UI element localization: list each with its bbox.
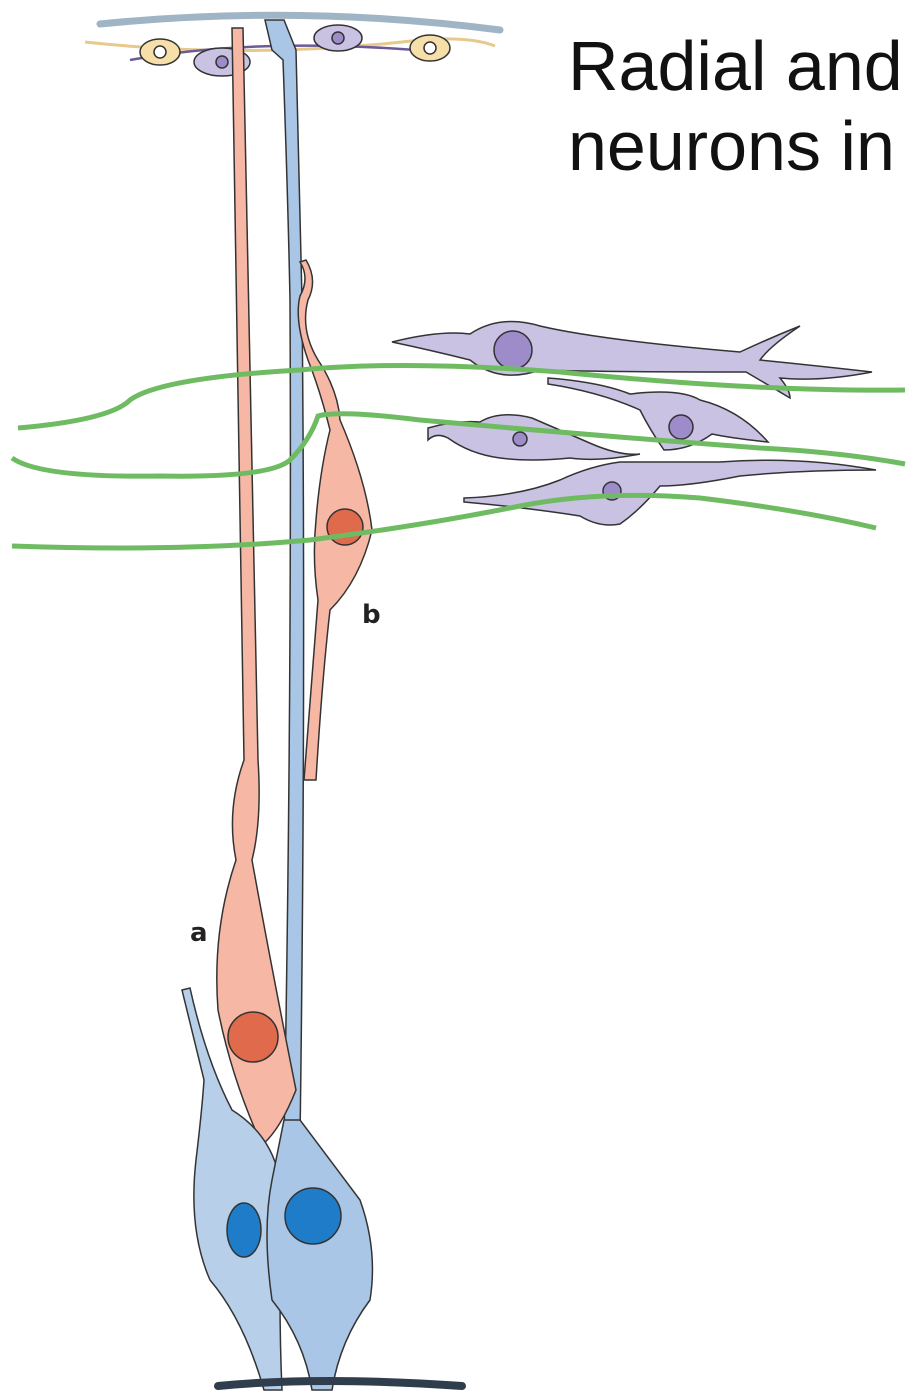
tangential-neuron-nucleus — [513, 432, 527, 446]
tangential-neuron-nucleus — [669, 415, 693, 439]
axon-tract — [12, 495, 876, 548]
neuron-a-leading-process — [217, 28, 296, 1145]
neuron-a-nucleus — [228, 1012, 278, 1062]
pial-cell-nucleus — [216, 56, 228, 68]
radial-glia-nucleus-large — [285, 1188, 341, 1244]
pial-cell-nucleus — [154, 46, 166, 58]
neuron-b-nucleus — [327, 509, 363, 545]
radial-glia-nucleus — [227, 1203, 261, 1257]
tangential-neuron-nucleus — [494, 331, 532, 369]
radial-glia-cell — [267, 1120, 372, 1390]
label-b: b — [362, 600, 381, 630]
ventricular-surface — [218, 1381, 462, 1386]
label-a: a — [190, 918, 208, 948]
pial-cell-nucleus — [332, 32, 344, 44]
pial-surface — [100, 15, 500, 30]
pial-cell-nucleus — [424, 42, 436, 54]
